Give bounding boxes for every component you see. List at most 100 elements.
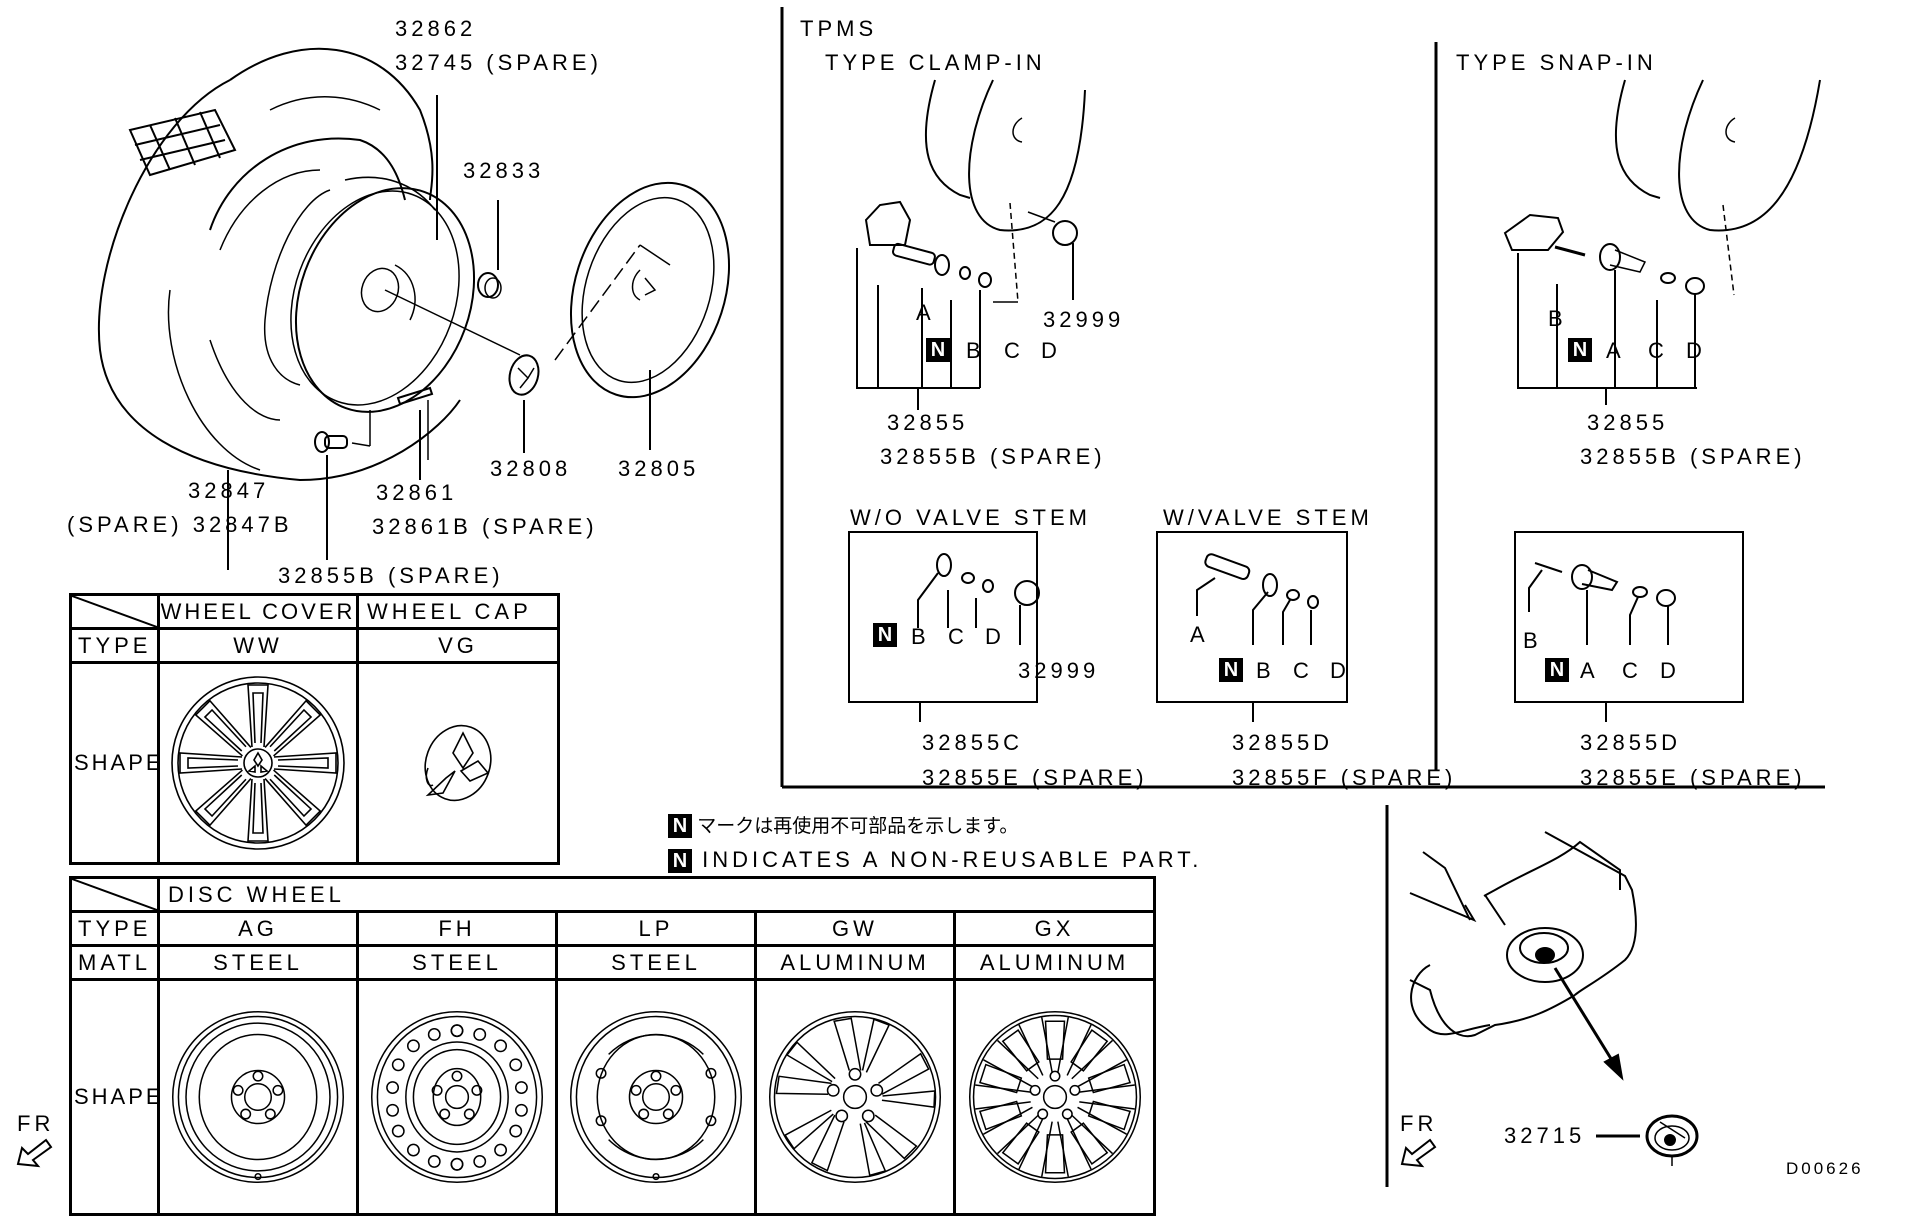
wheel-ag-icon — [171, 1010, 345, 1184]
w-part[interactable]: 32855D — [1232, 730, 1334, 755]
callout-tire[interactable]: 32862 — [395, 16, 477, 41]
non-reusable-mark: N — [1568, 338, 1592, 362]
type-cell: WW — [157, 627, 359, 664]
kit-part[interactable]: 32855D — [1580, 730, 1682, 755]
tpms-cap-illustration — [1645, 1114, 1699, 1166]
wo-part[interactable]: 32855C — [922, 730, 1024, 755]
type-cell: FH — [356, 910, 558, 947]
wo-part-spare[interactable]: 32855E (SPARE) — [922, 765, 1148, 790]
callout-valve-spare[interactable]: 32855B (SPARE) — [278, 563, 504, 588]
disc-wheel-table: DISC WHEEL TYPE AG FH LP GW GX MATL STEE… — [69, 876, 1157, 1216]
w-part-spare[interactable]: 32855F (SPARE) — [1232, 765, 1457, 790]
clamp-in-part-spare[interactable]: 32855B (SPARE) — [880, 444, 1106, 469]
w-letter-d: D — [1330, 658, 1350, 683]
callout-tire-spare[interactable]: 32745 (SPARE) — [395, 50, 602, 75]
callout-disc-wheel[interactable]: 32847 — [188, 478, 270, 503]
wheel-fh-icon — [370, 1010, 544, 1184]
non-reusable-mark: N — [926, 338, 950, 362]
non-reusable-mark: N — [1219, 658, 1243, 682]
wo-valve-stem-box — [848, 531, 1038, 703]
note-japanese: N マークは再使用不可部品を示します。 — [668, 814, 1018, 838]
row-label-shape: SHAPE — [69, 661, 161, 865]
tpms-title: TPMS — [800, 16, 878, 41]
n-mark-icon: N — [1545, 658, 1569, 682]
line-art-layer — [16, 7, 1825, 1187]
clamp-in-letter-b: B — [966, 338, 985, 363]
snap-in-letter-d: D — [1686, 338, 1706, 363]
kit-letter-c: C — [1622, 658, 1642, 683]
col-header-wheel-cap: WHEEL CAP — [356, 593, 560, 630]
wheel-cap-icon — [424, 724, 492, 802]
wheel-gx-shape — [952, 978, 1157, 1216]
snap-in-part[interactable]: 32855 — [1587, 410, 1669, 435]
table-corner — [69, 593, 160, 630]
vehicle-location-illustration — [1409, 831, 1637, 1038]
wheel-fh-shape — [356, 978, 558, 1216]
snap-in-part-spare[interactable]: 32855B (SPARE) — [1580, 444, 1806, 469]
balance-weight-illustration — [396, 386, 434, 406]
wheel-gx-icon — [968, 1010, 1141, 1184]
table-corner — [69, 876, 160, 913]
diagram-code: D00626 — [1786, 1159, 1864, 1178]
n-mark-icon: N — [1219, 658, 1243, 682]
type-cell: AG — [157, 910, 359, 947]
clamp-in-illustration — [856, 79, 1086, 410]
note-jp-text: マークは再使用不可部品を示します。 — [697, 816, 1019, 837]
note-english: N INDICATES A NON-REUSABLE PART. — [668, 849, 1202, 873]
wo-cap-part[interactable]: 32999 — [1018, 658, 1100, 683]
non-reusable-mark: N — [1545, 658, 1569, 682]
wheel-gw-icon — [768, 1010, 942, 1184]
wheel-lp-icon — [569, 1010, 743, 1184]
kit-part-spare[interactable]: 32855E (SPARE) — [1580, 765, 1806, 790]
w-letter-a: A — [1190, 622, 1209, 647]
front-arrow-icon-right — [1400, 1138, 1437, 1168]
matl-cell: ALUMINUM — [952, 944, 1157, 981]
callout-wheel-cover[interactable]: 32805 — [618, 456, 700, 481]
disc-wheel-header: DISC WHEEL — [156, 876, 1157, 913]
wheel-cover-icon — [171, 676, 345, 850]
clamp-in-letter-a: A — [916, 300, 935, 325]
kit-letter-b: B — [1523, 628, 1542, 653]
wheel-gw-shape — [754, 978, 956, 1216]
w-letter-c: C — [1293, 658, 1313, 683]
valve-illustration — [314, 410, 371, 453]
type-cell: GX — [952, 910, 1157, 947]
callout-nut[interactable]: 32833 — [463, 158, 545, 183]
kit-letter-a: A — [1580, 658, 1599, 683]
arrow-shaft — [1553, 967, 1620, 1071]
note-en-text: INDICATES A NON-REUSABLE PART. — [702, 847, 1203, 872]
matl-cell: STEEL — [555, 944, 757, 981]
callout-balance-weight[interactable]: 32861 — [376, 480, 458, 505]
type-cell: LP — [555, 910, 757, 947]
front-marker-right: FR — [1400, 1111, 1438, 1136]
clamp-in-cap-part[interactable]: 32999 — [1043, 307, 1125, 332]
clamp-in-part[interactable]: 32855 — [887, 410, 969, 435]
callout-balance-weight-spare[interactable]: 32861B (SPARE) — [372, 514, 598, 539]
w-letter-b: B — [1256, 658, 1275, 683]
snap-in-letter-b: B — [1548, 306, 1567, 331]
nut-illustration — [477, 272, 502, 299]
clamp-in-title: TYPE CLAMP-IN — [825, 50, 1046, 75]
wo-letter-c: C — [948, 624, 968, 649]
disc-wheel-illustration — [263, 176, 521, 413]
callout-tpms-cap[interactable]: 32715 — [1504, 1123, 1586, 1148]
front-marker-left: FR — [17, 1111, 55, 1136]
clamp-in-letter-d: D — [1041, 338, 1061, 363]
callout-wheel-cap[interactable]: 32808 — [490, 456, 572, 481]
wheel-cap-illustration — [508, 354, 540, 396]
wheel-ag-shape — [157, 978, 359, 1216]
matl-cell: ALUMINUM — [754, 944, 956, 981]
leader-lines — [227, 95, 671, 570]
w-valve-stem-title: W/VALVE STEM — [1163, 505, 1373, 530]
row-label-type: TYPE — [69, 627, 160, 664]
type-cell: VG — [356, 627, 560, 664]
wheel-cover-illustration — [569, 181, 731, 399]
n-mark-icon: N — [668, 849, 692, 873]
wheel-lp-shape — [555, 978, 757, 1216]
snap-in-title: TYPE SNAP-IN — [1456, 50, 1657, 75]
snap-in-kit-box — [1514, 531, 1744, 703]
non-reusable-mark: N — [873, 623, 897, 647]
callout-disc-wheel-spare[interactable]: (SPARE) 32847B — [67, 512, 293, 537]
wo-valve-stem-title: W/O VALVE STEM — [850, 505, 1091, 530]
clamp-in-letter-c: C — [1004, 338, 1024, 363]
